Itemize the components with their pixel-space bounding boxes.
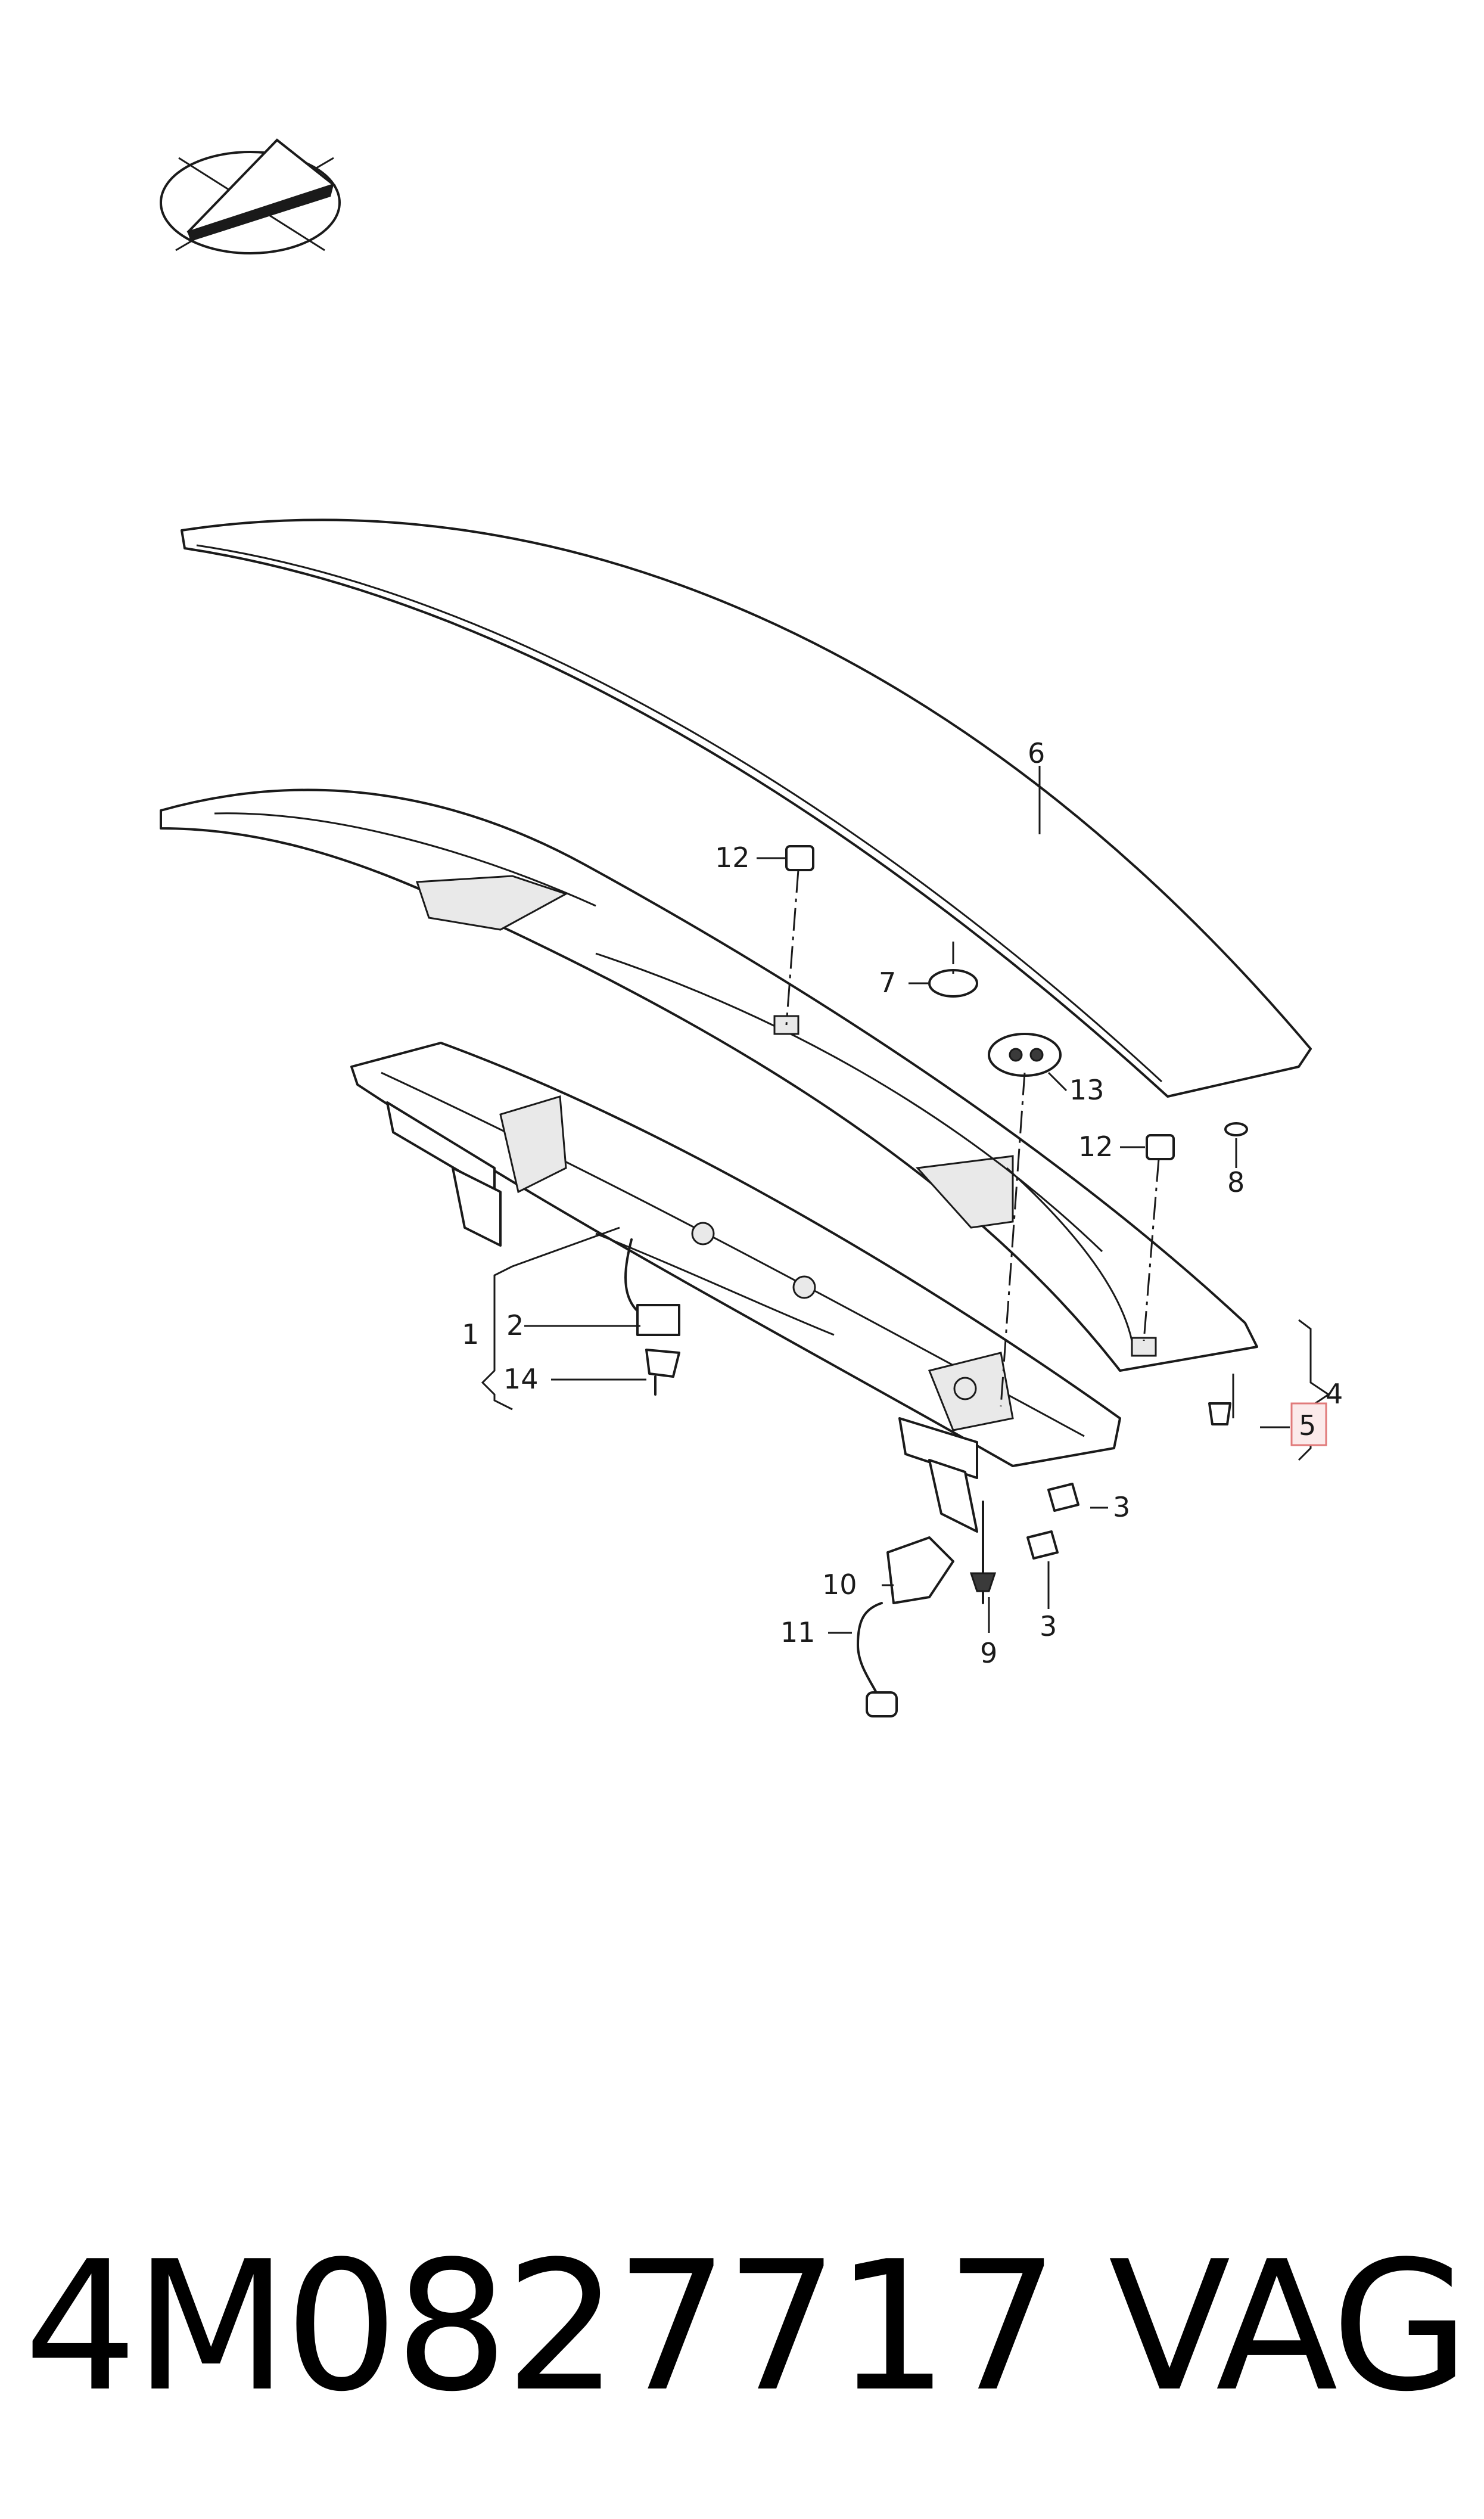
- footer: 4M0827717 VAG: [0, 2229, 1484, 2425]
- callout-11: 11: [780, 1616, 816, 1648]
- callout-12-lower: 12: [1078, 1130, 1113, 1163]
- part-number: 4M0827717: [24, 2223, 1059, 2431]
- callout-3-right: 3: [1113, 1491, 1130, 1523]
- callout-9: 9: [980, 1637, 997, 1669]
- brake-light-housing: [350, 1042, 1121, 1533]
- callout-3-lower: 3: [1040, 1610, 1057, 1642]
- callout-5-highlight: [1290, 1402, 1327, 1446]
- callout-1: 1: [462, 1318, 479, 1350]
- callout-6: 6: [1028, 737, 1045, 769]
- callout-8: 8: [1227, 1166, 1245, 1198]
- direction-arrow-icon: [160, 138, 341, 254]
- spoiler-upper-shell: [181, 518, 1312, 1098]
- lower-connector-assembly: [857, 1483, 1079, 1717]
- assembly-lines: [785, 869, 1160, 1407]
- callout-4: 4: [1326, 1378, 1343, 1410]
- callout-7: 7: [879, 967, 896, 999]
- leader-lines: [481, 766, 1330, 1634]
- small-fasteners: [785, 845, 1248, 1425]
- wiring-harness: [624, 1238, 680, 1396]
- callout-2: 2: [506, 1309, 524, 1341]
- callout-10: 10: [822, 1568, 857, 1601]
- spoiler-lower-panel: [160, 788, 1258, 1372]
- callout-5: 5: [1299, 1409, 1316, 1442]
- brand-label: VAG: [1108, 2223, 1470, 2431]
- callout-labels: 6 12 7 13 12 8 4 5 1 2 14 3 3 9 10 11: [462, 737, 1343, 1669]
- callout-14: 14: [503, 1363, 539, 1395]
- callout-13: 13: [1069, 1074, 1105, 1106]
- callout-12-upper: 12: [715, 841, 750, 874]
